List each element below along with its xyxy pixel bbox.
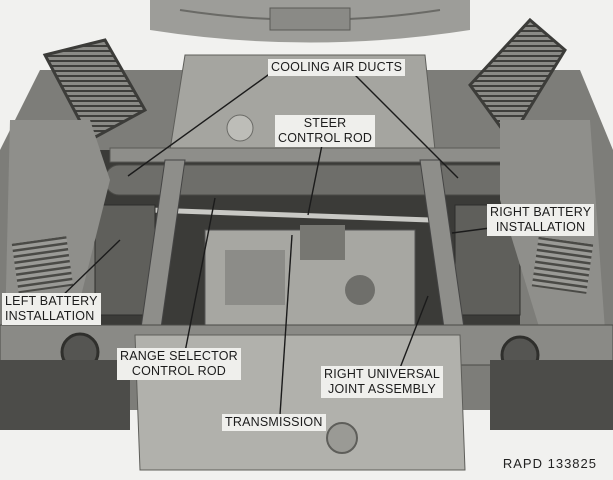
label-range-selector-control-rod: RANGE SELECTOR CONTROL ROD	[117, 348, 241, 380]
label-steer-control-rod: STEER CONTROL ROD	[275, 115, 376, 147]
leader-lines	[57, 69, 491, 416]
steer-rod	[149, 207, 431, 223]
label-left-battery-installation: LEFT BATTERY INSTALLATION	[2, 293, 101, 325]
right-track	[490, 360, 613, 430]
right-grille-door	[468, 17, 567, 143]
left-grille-door	[42, 38, 148, 143]
label-right-battery-installation: RIGHT BATTERY INSTALLATION	[487, 204, 595, 236]
label-cooling-air-ducts: COOLING AIR DUCTS	[268, 59, 406, 76]
label-transmission: TRANSMISSION	[222, 414, 326, 431]
left-track	[0, 360, 130, 430]
label-right-universal-joint-assembly: RIGHT UNIVERSAL JOINT ASSEMBLY	[321, 366, 443, 398]
reference-number: RAPD 133825	[502, 456, 597, 471]
